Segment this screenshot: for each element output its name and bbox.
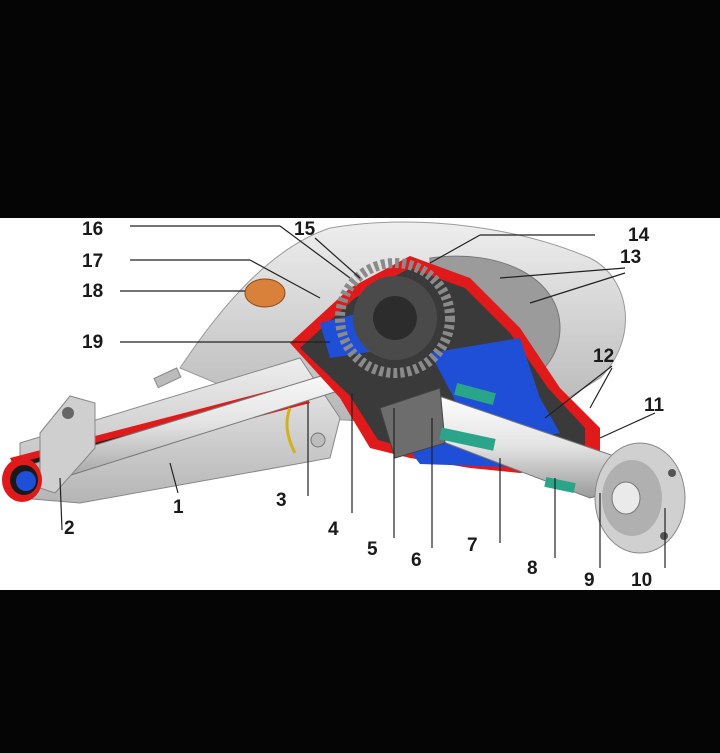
label-11: 11 <box>644 395 665 416</box>
leader-lines <box>59 225 666 568</box>
bearing-green-1 <box>454 383 496 405</box>
label-18: 18 <box>82 281 103 302</box>
label-5: 5 <box>367 539 378 560</box>
plug-bolt <box>310 432 326 448</box>
label-6: 6 <box>411 550 422 571</box>
shaft-end-blue <box>16 471 36 491</box>
label-13: 13 <box>620 247 641 268</box>
bearing-green-3 <box>544 476 576 494</box>
oil-blue-mid <box>430 338 560 440</box>
label-9: 9 <box>584 570 595 590</box>
label-19: 19 <box>82 332 103 353</box>
label-1: 1 <box>173 497 184 518</box>
label-15: 15 <box>294 219 316 240</box>
breather <box>153 367 182 389</box>
label-2: 2 <box>64 518 75 539</box>
label-7: 7 <box>467 535 478 556</box>
label-10: 10 <box>631 570 652 590</box>
top-black-bar <box>0 0 720 218</box>
label-8: 8 <box>527 558 538 579</box>
label-16: 16 <box>82 219 103 240</box>
label-14: 14 <box>628 225 650 246</box>
label-4: 4 <box>328 519 339 540</box>
filler-plug <box>244 278 286 308</box>
label-3: 3 <box>276 490 287 511</box>
label-12: 12 <box>593 346 614 367</box>
yellow-seal <box>285 407 297 454</box>
label-17: 17 <box>82 251 103 272</box>
pinion-gear <box>379 387 446 459</box>
flange-hole <box>62 407 74 419</box>
bearing-green-2 <box>439 427 496 451</box>
rear-axle-gearbox-cutaway: 1 2 3 4 5 6 7 8 9 10 11 12 13 14 15 16 1… <box>2 219 686 590</box>
ring-gear <box>335 258 455 378</box>
bottom-black-bar <box>0 590 720 753</box>
